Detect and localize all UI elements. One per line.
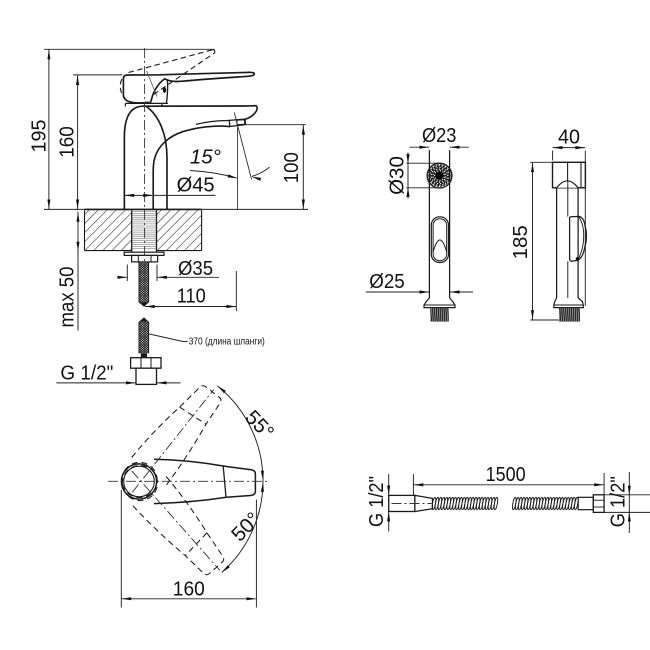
- svg-text:Ø30: Ø30: [386, 156, 409, 195]
- svg-text:55°: 55°: [240, 406, 278, 444]
- svg-text:185: 185: [509, 225, 532, 259]
- svg-text:100: 100: [280, 152, 303, 183]
- svg-text:max 50: max 50: [56, 267, 79, 328]
- svg-text:Ø25: Ø25: [369, 270, 405, 293]
- svg-text:Ø45: Ø45: [177, 174, 215, 197]
- svg-text:110: 110: [177, 284, 206, 307]
- svg-text:G 1/2": G 1/2": [60, 362, 113, 385]
- svg-text:50°: 50°: [227, 508, 265, 546]
- svg-text:Ø35: Ø35: [178, 257, 213, 280]
- svg-text:160: 160: [173, 578, 205, 601]
- svg-text:370 (длина шланги): 370 (длина шланги): [189, 335, 265, 347]
- svg-text:195: 195: [27, 120, 50, 153]
- svg-text:40: 40: [558, 126, 580, 149]
- svg-text:G 1/2": G 1/2": [365, 476, 388, 527]
- svg-text:160: 160: [56, 126, 79, 158]
- svg-text:Ø23: Ø23: [422, 124, 457, 147]
- svg-text:G 1/2": G 1/2": [606, 476, 629, 527]
- svg-text:15°: 15°: [190, 146, 221, 169]
- svg-text:1500: 1500: [486, 463, 526, 486]
